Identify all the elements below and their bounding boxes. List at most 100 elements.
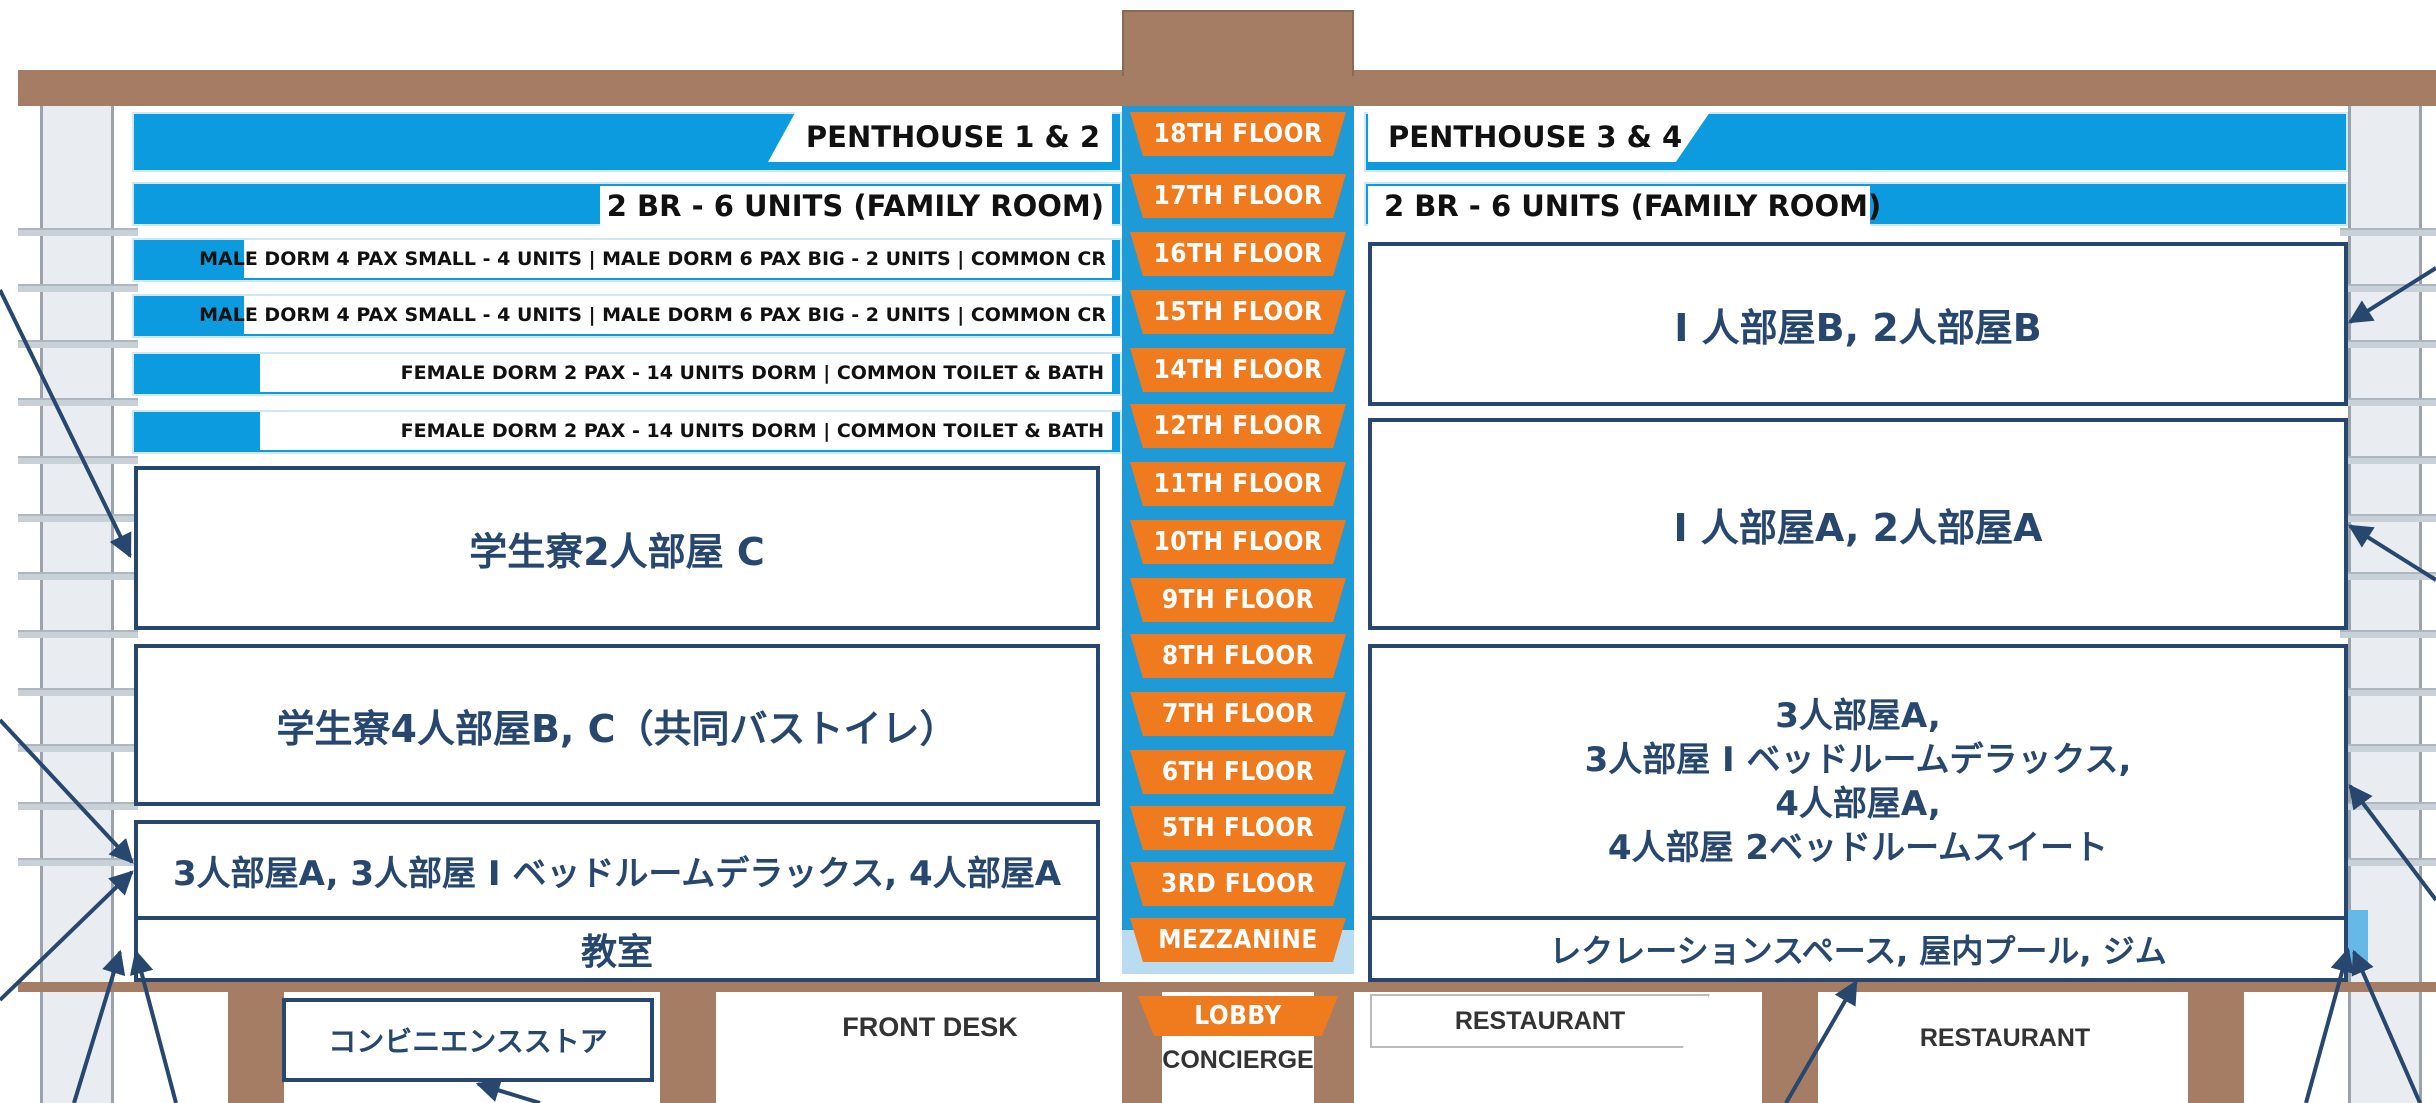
floor-tag-label: 5TH FLOOR — [1161, 813, 1315, 843]
left-pillar — [40, 106, 114, 1103]
ground-column-5 — [1762, 992, 1818, 1103]
floor-tag-6: 6TH FLOOR — [1130, 750, 1346, 794]
classroom-text: 教室 — [580, 932, 653, 973]
balcony-rail — [18, 630, 138, 638]
balcony-rail — [2340, 630, 2436, 638]
left-female-12-text: FEMALE DORM 2 PAX - 14 UNITS DORM | COMM… — [400, 420, 1104, 442]
roof — [18, 70, 2436, 106]
floor-tag-label: 16TH FLOOR — [1153, 239, 1323, 269]
floor-tag-12: 12TH FLOOR — [1130, 404, 1346, 448]
floor-tag-label: 17TH FLOOR — [1153, 181, 1323, 211]
convenience-store-text: コンビニエンスストア — [328, 1025, 608, 1058]
floor-tag-label: 6TH FLOOR — [1161, 757, 1315, 787]
recreation-box: レクレーションスペース, 屋内プール, ジム — [1368, 916, 2348, 982]
right-rooms-a-text: I 人部屋A, 2人部屋A — [1673, 505, 2043, 550]
right-rooms-a-box: I 人部屋A, 2人部屋A — [1368, 418, 2348, 630]
balcony-rail — [18, 858, 138, 866]
floor-tag-10: 10TH FLOOR — [1130, 520, 1346, 564]
left-family-label: 2 BR - 6 UNITS (FAMILY ROOM) — [600, 186, 1112, 226]
arrow-rooms-b — [2347, 266, 2436, 324]
ground-column-2 — [660, 992, 716, 1103]
restaurant-1-label: RESTAURANT — [1370, 994, 1710, 1048]
right-multi-line-3: 4人部屋A, — [1775, 784, 1941, 824]
balcony-rail — [2340, 398, 2436, 406]
right-multi-line-4: 4人部屋 2ベッドルームスイート — [1607, 828, 2109, 868]
ground-column-6 — [2188, 992, 2244, 1103]
balcony-rail — [18, 398, 138, 406]
restaurant-2-text: RESTAURANT — [1919, 1024, 2091, 1052]
right-family-text: 2 BR - 6 UNITS (FAMILY ROOM) — [1384, 189, 1882, 223]
right-family-label: 2 BR - 6 UNITS (FAMILY ROOM) — [1368, 186, 1881, 226]
balcony-rail — [18, 688, 138, 696]
floor-tag-18: 18TH FLOOR — [1130, 112, 1346, 156]
lobby-text: LOBBY — [1194, 1001, 1282, 1031]
balcony-rail — [18, 456, 138, 464]
concierge-label: CONCIERGE — [1162, 1040, 1314, 1080]
ground-floor-band — [18, 982, 2436, 992]
balcony-rail — [18, 744, 138, 752]
right-multi-line-2: 3人部屋 I ベッドルームデラックス, — [1584, 740, 2132, 780]
floor-tag-5: 5TH FLOOR — [1130, 806, 1346, 850]
front-desk-label: FRONT DESK — [760, 1012, 1100, 1043]
arrow-classroom-2 — [129, 949, 178, 1103]
balcony-rail — [2340, 858, 2436, 866]
balcony-rail — [2340, 284, 2436, 292]
right-rooms-b-box: I 人部屋B, 2人部屋B — [1368, 242, 2348, 406]
right-rooms-b-text: I 人部屋B, 2人部屋B — [1674, 305, 2042, 350]
left-rooms-3-box: 3人部屋A, 3人部屋 I ベッドルームデラックス, 4人部屋A — [134, 820, 1100, 920]
right-penthouse-label: PENTHOUSE 3 & 4 — [1368, 112, 1710, 162]
arrow-rooms3-upper — [0, 718, 134, 864]
left-dorm-2-text: 学生寮2人部屋 C — [469, 529, 765, 574]
restaurant-1-text: RESTAURANT — [1454, 1006, 1626, 1035]
arrow-dorm2 — [0, 289, 132, 559]
arrow-recreation — [1784, 979, 1858, 1103]
arrow-right-bottom-1 — [2304, 947, 2354, 1103]
floor-tag-17: 17TH FLOOR — [1130, 174, 1346, 218]
balcony-rail — [2340, 744, 2436, 752]
arrow-classroom-1 — [72, 949, 126, 1103]
floor-tag-m: MEZZANINE — [1130, 918, 1346, 962]
left-male-16-label: MALE DORM 4 PAX SMALL - 4 UNITS | MALE D… — [199, 240, 1112, 278]
left-male-16-text: MALE DORM 4 PAX SMALL - 4 UNITS | MALE D… — [199, 248, 1106, 270]
left-female-14-label: FEMALE DORM 2 PAX - 14 UNITS DORM | COMM… — [260, 354, 1112, 392]
balcony-rail — [18, 284, 138, 292]
left-female-14-text: FEMALE DORM 2 PAX - 14 UNITS DORM | COMM… — [400, 362, 1104, 384]
front-desk-text: FRONT DESK — [842, 1012, 1018, 1042]
right-multi-line-1: 3人部屋A, — [1775, 696, 1941, 736]
left-male-15-label: MALE DORM 4 PAX SMALL - 4 UNITS | MALE D… — [199, 296, 1112, 334]
floor-tag-9: 9TH FLOOR — [1130, 578, 1346, 622]
floor-tag-11: 11TH FLOOR — [1130, 462, 1346, 506]
floor-tag-16: 16TH FLOOR — [1130, 232, 1346, 276]
left-family-text: 2 BR - 6 UNITS (FAMILY ROOM) — [606, 189, 1104, 223]
left-penthouse-label: PENTHOUSE 1 & 2 — [768, 112, 1112, 162]
floor-tag-14: 14TH FLOOR — [1130, 348, 1346, 392]
left-dorm-2-box: 学生寮2人部屋 C — [134, 466, 1100, 630]
balcony-rail — [18, 228, 138, 236]
lobby-tag: LOBBY — [1138, 996, 1338, 1036]
balcony-rail — [2340, 572, 2436, 580]
arrow-right-bottom-2 — [2351, 949, 2422, 1103]
convenience-store-box: コンビニエンスストア — [282, 998, 654, 1082]
left-dorm-4-box: 学生寮4人部屋B, C（共同バストイレ） — [134, 644, 1100, 806]
left-dorm-4-text: 学生寮4人部屋B, C（共同バストイレ） — [276, 706, 958, 751]
floor-tag-3: 3RD FLOOR — [1130, 862, 1346, 906]
restaurant-2-label: RESTAURANT — [1830, 1024, 2180, 1053]
left-penthouse-text: PENTHOUSE 1 & 2 — [805, 120, 1101, 154]
right-penthouse-text: PENTHOUSE 3 & 4 — [1388, 120, 1683, 154]
arrow-multi — [2348, 784, 2436, 902]
balcony-rail — [18, 572, 138, 580]
floor-tag-label: 3RD FLOOR — [1160, 869, 1316, 899]
floor-tag-label: 14TH FLOOR — [1153, 355, 1323, 385]
concierge-text: CONCIERGE — [1162, 1045, 1314, 1074]
left-female-12-label: FEMALE DORM 2 PAX - 14 UNITS DORM | COMM… — [260, 412, 1112, 450]
floor-tag-label: 18TH FLOOR — [1153, 119, 1323, 149]
floor-tag-label: 10TH FLOOR — [1153, 527, 1323, 557]
balcony-rail — [2340, 340, 2436, 348]
floor-tag-label: MEZZANINE — [1158, 925, 1318, 955]
arrow-rooms3-lower — [0, 870, 134, 1002]
balcony-rail — [2340, 688, 2436, 696]
arrow-store — [475, 1078, 541, 1103]
floor-tag-label: 12TH FLOOR — [1153, 411, 1323, 441]
